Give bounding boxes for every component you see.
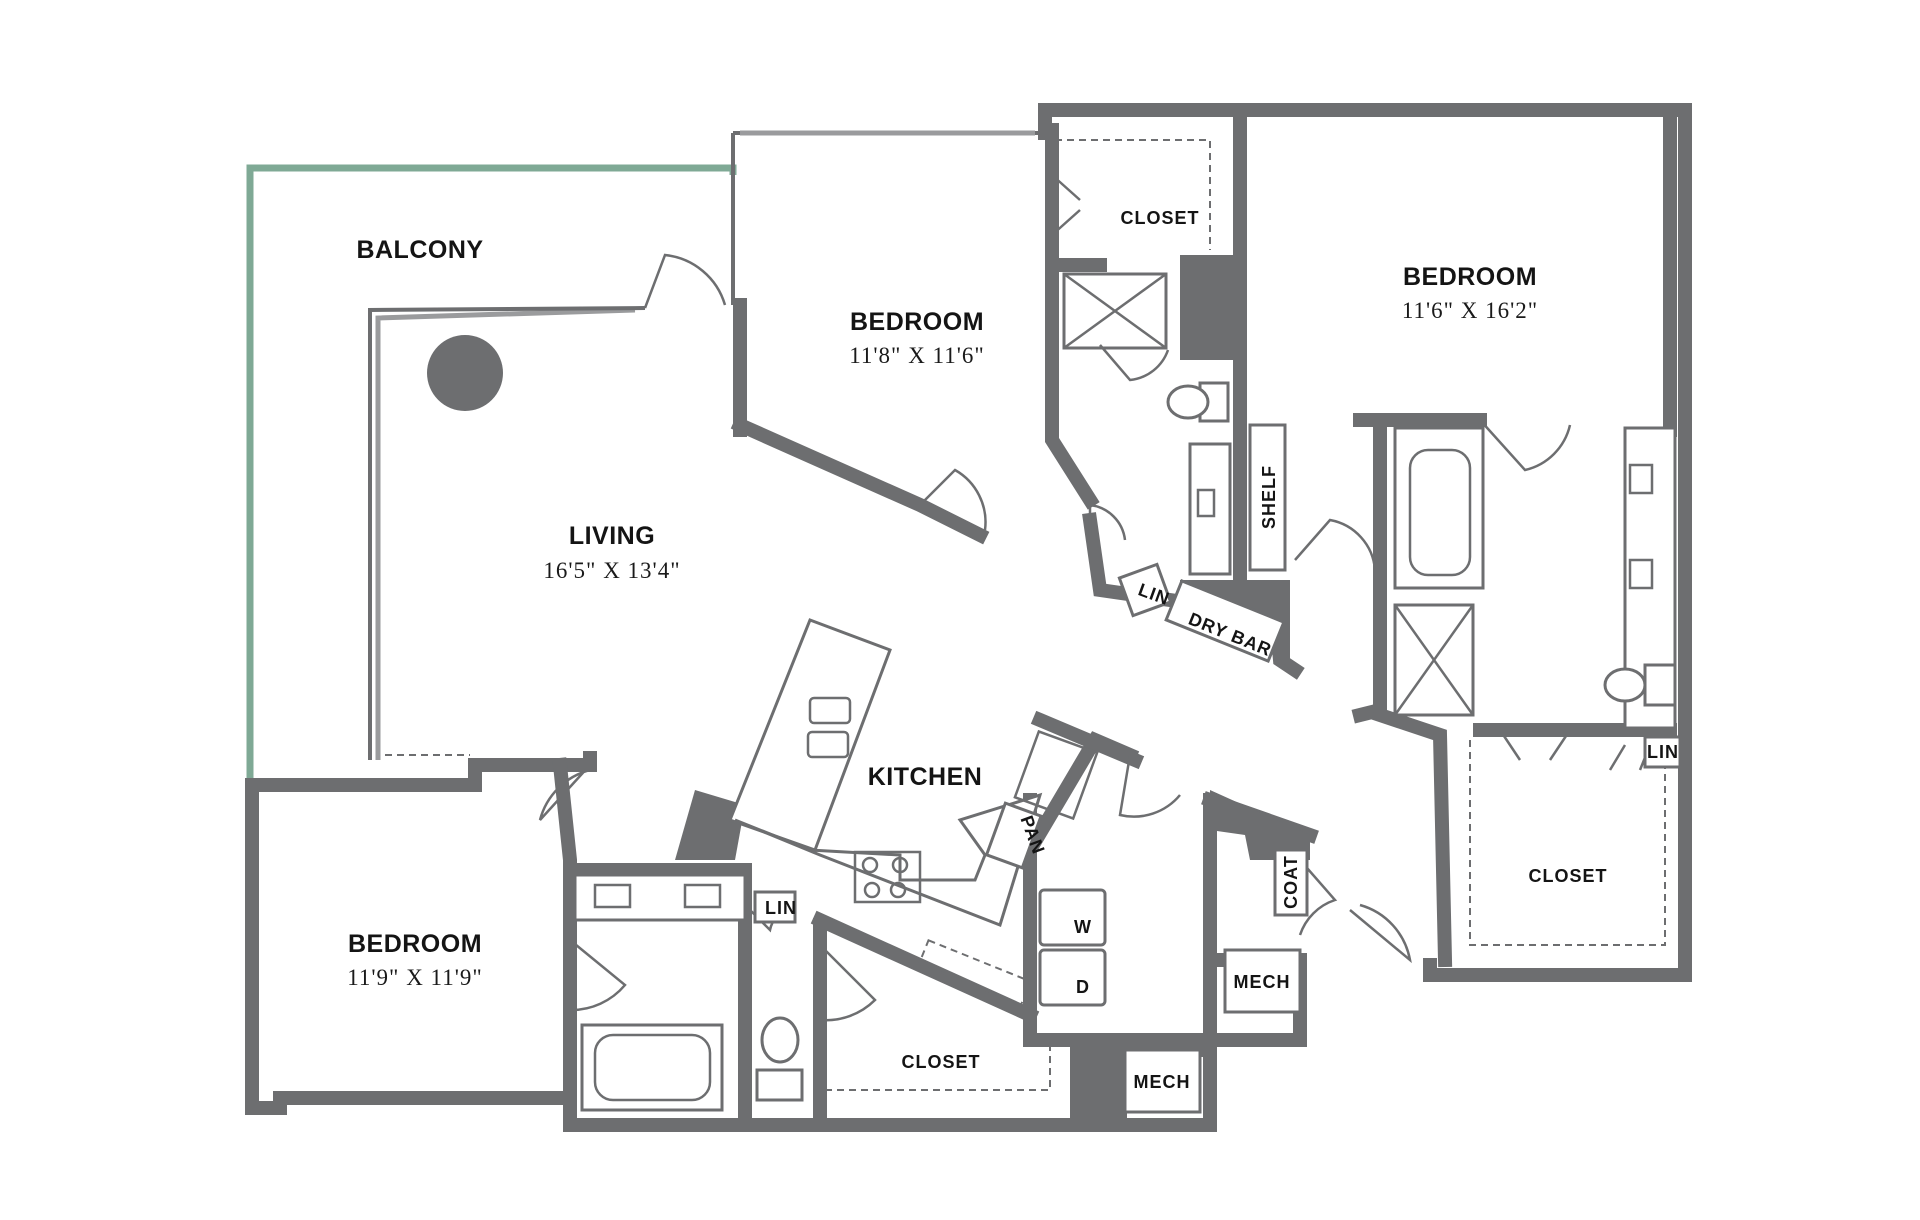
balcony-railing	[246, 164, 737, 780]
bedroom-3-dims: 11'9" X 11'9"	[347, 965, 482, 990]
lin-box-bottom	[753, 890, 797, 924]
mech-box-2	[1123, 1048, 1202, 1114]
dry-bar-box	[1164, 578, 1286, 664]
column	[427, 335, 503, 411]
lin-bottom-label: LIN	[765, 898, 797, 918]
mech-1-label: MECH	[1234, 972, 1291, 992]
kitchen-island	[728, 618, 892, 852]
coat-box	[1273, 848, 1309, 917]
bedroom-1-dims: 11'8" X 11'6"	[849, 343, 984, 368]
bedroom-1-label: BEDROOM	[850, 308, 984, 336]
bath-fixtures	[573, 272, 1677, 1112]
bedroom-3-label: BEDROOM	[348, 930, 482, 958]
living-label: LIVING	[569, 522, 655, 550]
wall-pillar	[675, 790, 745, 860]
living-dims: 16'5" X 13'4"	[543, 558, 680, 583]
wall-pillar	[1070, 1040, 1120, 1125]
closet-outlines	[385, 139, 1666, 1091]
closet-top-label: CLOSET	[1120, 208, 1199, 228]
door-swings	[538, 174, 1652, 1022]
mech-2-label: MECH	[1134, 1072, 1191, 1092]
shelf-label: SHELF	[1259, 465, 1279, 529]
coat-label: COAT	[1281, 855, 1301, 909]
dryer-label: D	[1076, 977, 1090, 997]
mech-box-1	[1223, 948, 1302, 1014]
pan-box	[984, 801, 1044, 870]
kitchen-label: KITCHEN	[868, 763, 983, 791]
bedroom-2-dims: 11'6" X 16'2"	[1402, 298, 1538, 323]
lin-box-right	[1643, 735, 1682, 769]
wall-pillar	[1210, 790, 1310, 860]
closet-bottom-label: CLOSET	[901, 1052, 980, 1072]
bedroom-2-label: BEDROOM	[1403, 263, 1537, 291]
closet-right-label: CLOSET	[1528, 866, 1607, 886]
shelf-box	[1248, 423, 1287, 572]
washer-label: W	[1074, 917, 1092, 937]
balcony-label: BALCONY	[356, 236, 483, 264]
wall-pillar	[1180, 255, 1245, 360]
lin-right-label: LIN	[1647, 742, 1679, 762]
lin-box-top	[1117, 562, 1173, 618]
